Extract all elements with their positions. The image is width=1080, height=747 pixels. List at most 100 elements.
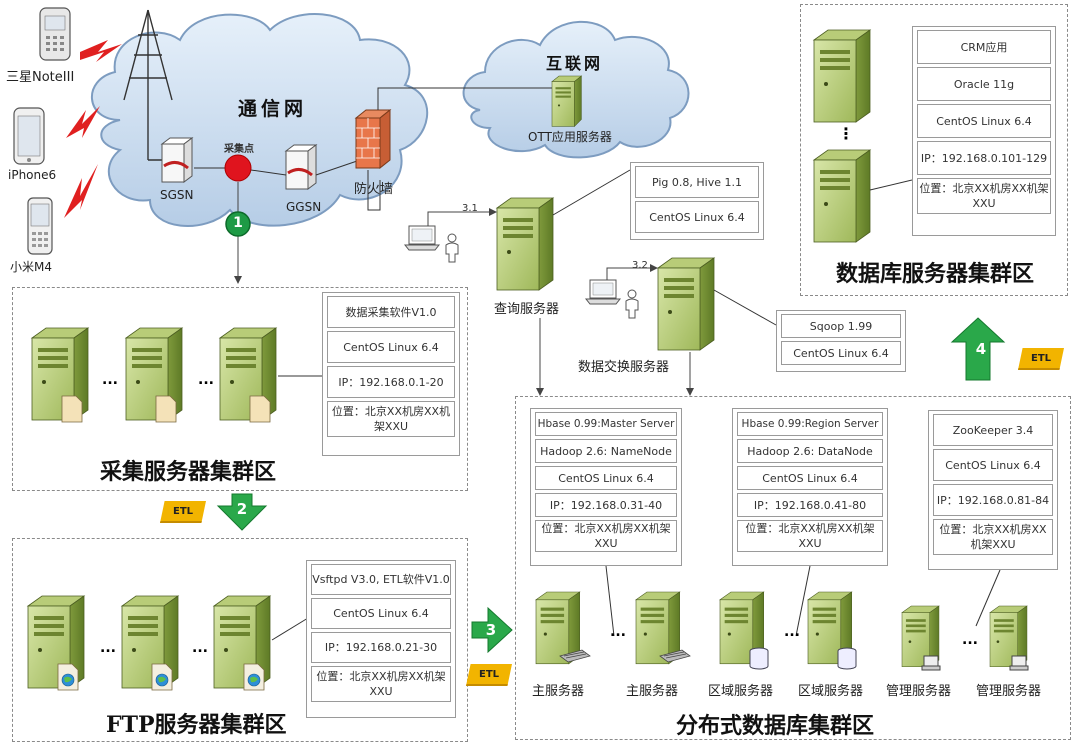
db-cluster-region [800, 4, 1068, 296]
region-info-row: Hbase 0.99:Region Server [737, 412, 883, 436]
collect-dots-2: ... [198, 372, 214, 388]
server-label: 区域服务器 [798, 684, 864, 699]
server-label: 主服务器 [626, 684, 679, 699]
signal-icon [64, 40, 122, 218]
ftp-info-row: IP：192.168.0.21-30 [311, 632, 451, 663]
step-3-1-label: 3.1 [462, 203, 478, 214]
exchange-info-row: Sqoop 1.99 [781, 314, 901, 338]
master-info-row: Hbase 0.99:Master Server [535, 412, 677, 436]
step-3-arrow [471, 606, 513, 654]
collect-info-row: 数据采集软件V1.0 [327, 296, 455, 328]
dist-cluster-region [515, 396, 1071, 740]
ftp-info-row: Vsftpd V3.0, ETL软件V1.0 [311, 564, 451, 595]
ftp-cluster-title: FTP服务器集群区 [106, 712, 287, 738]
telecom-label: 通信网 [238, 98, 308, 120]
exchange-server-info: Sqoop 1.99 CentOS Linux 6.4 [776, 310, 906, 372]
master-dots: ... [610, 624, 626, 640]
master-info-row: 位置：北京XX机房XX机架XXU [535, 520, 677, 552]
db-cluster-title: 数据库服务器集群区 [836, 261, 1035, 287]
firewall-icon [354, 108, 392, 170]
region-info-row: CentOS Linux 6.4 [737, 466, 883, 490]
query-server-icon [496, 197, 554, 291]
ftp-info-row: 位置：北京XX机房XX机架XXU [311, 666, 451, 702]
db-info-row: 位置：北京XX机房XX机架XXU [917, 178, 1051, 214]
db-info-row: Oracle 11g [917, 67, 1051, 101]
sgsn-icon [160, 137, 194, 183]
collect-info-row: 位置：北京XX机房XX机架XXU [327, 401, 455, 437]
region-info-row: Hadoop 2.6: DataNode [737, 439, 883, 463]
master-info-row: Hadoop 2.6: NameNode [535, 439, 677, 463]
step-2-arrow [216, 493, 268, 531]
etl-badge-4: ETL [1018, 348, 1064, 370]
step-1-number: 1 [233, 215, 243, 231]
db-info-row: CRM应用 [917, 30, 1051, 64]
zookeeper-server-info: ZooKeeper 3.4 CentOS Linux 6.4 IP：192.16… [928, 410, 1058, 570]
server-label: 区域服务器 [708, 684, 774, 699]
ott-server-label: OTT应用服务器 [528, 130, 612, 144]
collect-info-row: IP：192.168.0.1-20 [327, 366, 455, 398]
server-label: 管理服务器 [976, 684, 1042, 699]
db-info-row: IP：192.168.0.101-129 [917, 141, 1051, 175]
xiaomi-label: 小米M4 [10, 260, 52, 274]
exchange-server-label: 数据交换服务器 [578, 360, 670, 375]
samsung-phone-icon [39, 7, 71, 61]
xiaomi-phone-icon [27, 197, 53, 255]
laptop-icon-2 [585, 279, 621, 305]
query-server-info: Pig 0.8, Hive 1.1 CentOS Linux 6.4 [630, 162, 764, 240]
region-info-row: IP：192.168.0.41-80 [737, 493, 883, 517]
mgmt-dots: ... [962, 632, 978, 648]
ftp-info-row: CentOS Linux 6.4 [311, 598, 451, 629]
db-server-info: CRM应用 Oracle 11g CentOS Linux 6.4 IP：192… [912, 26, 1056, 236]
step-3-2-label: 3.2 [632, 260, 648, 271]
master-info-row: IP：192.168.0.31-40 [535, 493, 677, 517]
step-4-number: 4 [975, 340, 987, 358]
zk-info-row: IP：192.168.0.81-84 [933, 484, 1053, 516]
master-server-info: Hbase 0.99:Master Server Hadoop 2.6: Nam… [530, 408, 682, 566]
collect-point-icon [224, 154, 252, 182]
query-info-row: CentOS Linux 6.4 [635, 201, 759, 233]
master-info-row: CentOS Linux 6.4 [535, 466, 677, 490]
user-icon-2 [625, 289, 639, 319]
ftp-server-info: Vsftpd V3.0, ETL软件V1.0 CentOS Linux 6.4 … [306, 560, 456, 718]
exchange-info-row: CentOS Linux 6.4 [781, 341, 901, 365]
zk-info-row: CentOS Linux 6.4 [933, 449, 1053, 481]
laptop-icon-1 [404, 225, 440, 251]
etl-badge-3: ETL [466, 664, 512, 686]
samsung-label: 三星NoteIII [6, 70, 75, 85]
firewall-label: 防火墙 [354, 182, 394, 197]
collect-point-label: 采集点 [224, 144, 254, 155]
query-server-label: 查询服务器 [494, 302, 560, 317]
ggsn-icon [284, 144, 318, 190]
ott-server-icon [551, 75, 582, 127]
etl-badge-2: ETL [160, 501, 206, 523]
step-2-number: 2 [236, 500, 248, 518]
antenna-tower-icon [123, 9, 173, 161]
user-icon-1 [445, 233, 459, 263]
collect-dots-1: ... [102, 372, 118, 388]
query-info-row: Pig 0.8, Hive 1.1 [635, 166, 759, 198]
server-label: 管理服务器 [886, 684, 952, 699]
collect-server-info: 数据采集软件V1.0 CentOS Linux 6.4 IP：192.168.0… [322, 292, 460, 456]
collect-info-row: CentOS Linux 6.4 [327, 331, 455, 363]
ggsn-label: GGSN [286, 200, 322, 214]
step-4-arrow [950, 317, 1006, 381]
collect-cluster-title: 采集服务器集群区 [100, 459, 277, 485]
sgsn-label: SGSN [160, 188, 194, 202]
zk-info-row: 位置：北京XX机房XX机架XXU [933, 519, 1053, 555]
server-label: 主服务器 [532, 684, 585, 699]
region-info-row: 位置：北京XX机房XX机架XXU [737, 520, 883, 552]
ftp-cluster-region [12, 538, 468, 742]
internet-label: 互联网 [546, 54, 604, 73]
iphone-icon [13, 107, 45, 165]
step-1-badge [225, 211, 251, 237]
region-server-info: Hbase 0.99:Region Server Hadoop 2.6: Dat… [732, 408, 888, 566]
db-more-dots: ⋮ [838, 124, 854, 143]
region-dots: ... [784, 624, 800, 640]
exchange-server-icon [657, 257, 715, 351]
collect-cluster-region [12, 287, 468, 491]
db-info-row: CentOS Linux 6.4 [917, 104, 1051, 138]
iphone-label: iPhone6 [8, 168, 57, 182]
ftp-dots-2: ... [192, 640, 208, 656]
step-3-number: 3 [485, 621, 497, 639]
